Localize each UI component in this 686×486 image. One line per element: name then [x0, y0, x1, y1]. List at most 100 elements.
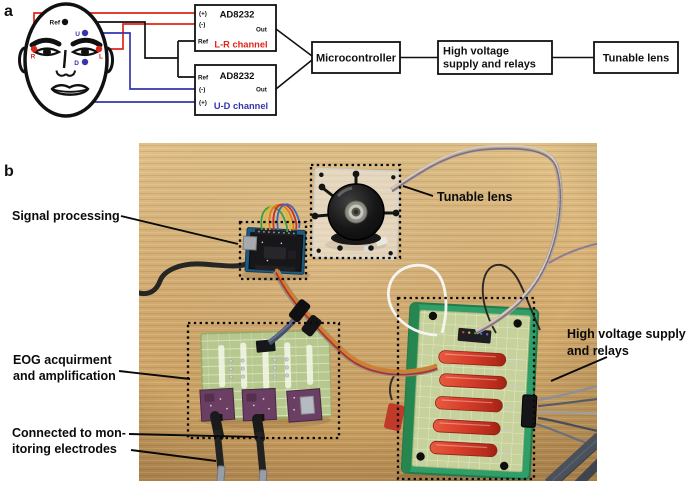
dotted-outline-eog: [186, 321, 341, 440]
nose: [62, 49, 67, 69]
connector-pin: [468, 331, 471, 334]
lips: [50, 84, 90, 96]
leader-signal: [120, 215, 239, 245]
module-dot: [268, 407, 270, 410]
electrode-r-label: R: [31, 54, 36, 61]
electrode-u: [81, 29, 89, 37]
relay-lead: [501, 405, 516, 411]
black-wire-loop: [481, 264, 541, 334]
flow-chain: Microcontroller High voltage supply and …: [275, 28, 679, 90]
module-metal-shield: [299, 395, 316, 415]
electrode-l-label: L: [99, 54, 103, 61]
ribbon-stripe: [274, 268, 438, 373]
leader-lines: [118, 185, 608, 462]
relay-lead: [498, 428, 514, 433]
amp-box-ud-frame: [194, 64, 277, 116]
relay: [438, 350, 507, 367]
dotted-outline-hv: [396, 296, 536, 481]
amp-box-lr-frame: [194, 4, 277, 52]
annotation-eog-line2: and amplification: [13, 369, 116, 383]
lens-box-label: Tunable lens: [603, 53, 669, 65]
ferrite-sleeve: [288, 299, 311, 323]
module-dot: [293, 396, 296, 399]
right-eyebrow: [70, 37, 103, 48]
hv-top-connector: [457, 327, 492, 344]
lens-ribbon-cable: [390, 144, 563, 335]
jumper-wire: [276, 203, 301, 231]
panel-b-label: b: [4, 163, 14, 180]
amp1-out: Out: [256, 27, 268, 34]
face-diagram: Ref U R L D: [18, 2, 114, 118]
pin: [263, 230, 265, 233]
nostrils: [55, 70, 76, 77]
plate-screw: [316, 248, 321, 253]
wire-u-electrode: [85, 32, 195, 90]
leader-lens: [402, 185, 434, 197]
amp2-chip: AD8232: [220, 71, 255, 82]
red-component: [384, 403, 405, 432]
out-converge-lines: [275, 28, 313, 90]
electrode-ref: [61, 18, 69, 26]
cable-tip: [258, 469, 268, 481]
wire-l-electrode: [99, 23, 195, 50]
module-chip: [204, 393, 215, 403]
corner-ribbon: [544, 432, 597, 481]
amp2-channel: U-D channel: [214, 101, 268, 111]
annotation-hv-line1: High voltage supply: [567, 327, 686, 341]
plate-screw: [319, 172, 324, 177]
relay-highlight: [444, 353, 496, 358]
lens-knob-stem: [323, 187, 334, 198]
ribbon-stripe: [560, 447, 597, 481]
pin: [287, 232, 290, 235]
arduino-board: [242, 227, 307, 275]
panel-a-label: a: [4, 3, 13, 20]
hv-box-line1: High voltage: [443, 46, 509, 58]
gray-wire: [537, 416, 597, 432]
amp-module: [286, 388, 323, 423]
module-dot: [293, 408, 296, 411]
module-dot: [226, 407, 228, 410]
ribbon-stripe: [391, 144, 562, 332]
amp1-channel: L-R channel: [214, 40, 267, 50]
hv-board: [400, 302, 540, 480]
relay-highlight: [436, 444, 488, 449]
leader-electrodes-1: [128, 433, 259, 438]
chip-block: [287, 250, 296, 260]
crossing-wire: [548, 242, 597, 264]
tunable-lens-device: [311, 167, 401, 261]
white-wire-loop: [387, 263, 448, 337]
pin: [278, 231, 280, 234]
pin: [292, 232, 295, 235]
plate-screw: [391, 175, 396, 180]
lens-knob: [311, 212, 319, 220]
jumper-wire: [272, 203, 298, 231]
ribbon-stripe: [551, 439, 597, 481]
annotation-electrodes-line1: Connected to mon-: [12, 426, 126, 440]
amp2-out: Out: [256, 87, 268, 94]
relay-bank: [429, 350, 520, 458]
flow-box-lens: [593, 41, 679, 74]
solder-pads: [228, 357, 289, 379]
panel-b: b: [4, 143, 686, 481]
electrode-r: [30, 45, 38, 53]
gray-wire: [537, 411, 597, 415]
electrode-ref-label: Ref: [50, 20, 61, 27]
electrode-l: [95, 45, 103, 53]
hv-right-connector: [520, 394, 538, 428]
amp2-ref: Ref: [198, 75, 209, 82]
eog-board: [199, 329, 332, 423]
module-dot: [252, 404, 255, 407]
gray-wire: [537, 385, 597, 402]
relay-highlight: [441, 399, 493, 404]
electrode-u-label: U: [75, 31, 80, 38]
connector-pin: [462, 330, 465, 334]
relay-lead: [495, 450, 510, 455]
arduino-jumper-wires: [260, 203, 301, 233]
pin: [273, 231, 275, 234]
module-dot: [219, 398, 222, 400]
corner-screw: [513, 319, 522, 328]
left-pupil: [43, 48, 51, 56]
lens-gloss: [336, 186, 353, 198]
